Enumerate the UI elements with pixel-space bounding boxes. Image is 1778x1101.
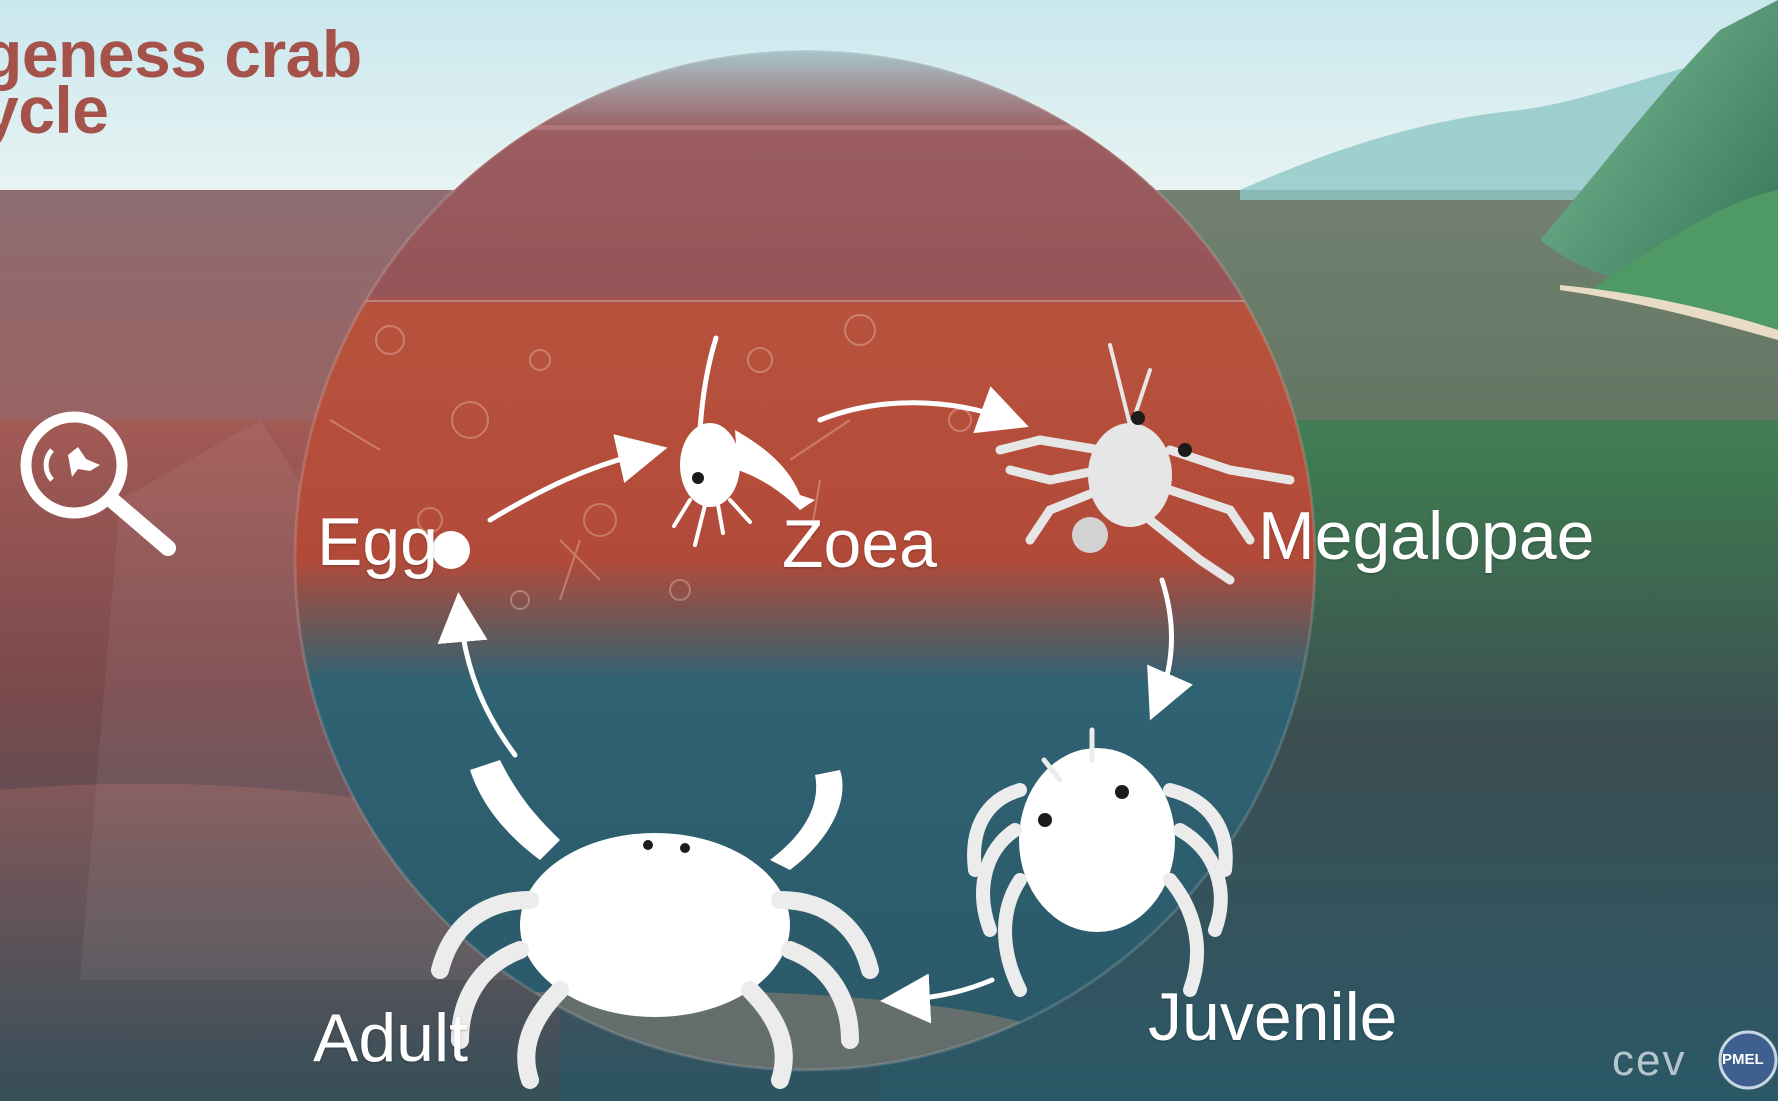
pmel-logo: PMEL (1722, 1051, 1764, 1068)
label-adult: Adult (313, 1004, 468, 1072)
label-egg: Egg (317, 508, 438, 576)
label-zoea: Zoea (782, 510, 937, 578)
label-juvenile: Juvenile (1148, 983, 1398, 1051)
cev-logo: cev (1612, 1036, 1686, 1086)
label-megalopae: Megalopae (1258, 502, 1594, 570)
diagram-title: geness crab ycle (0, 26, 362, 138)
